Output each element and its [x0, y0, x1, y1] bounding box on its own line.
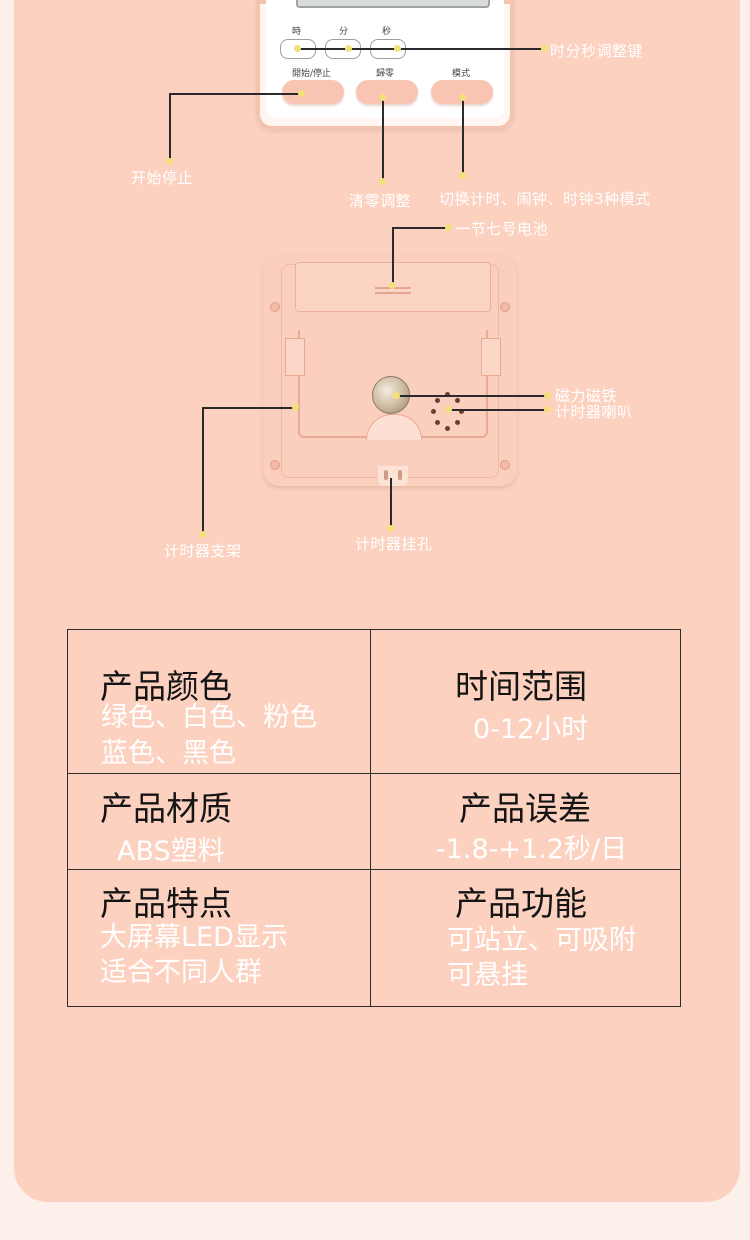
start-stop-leader-h — [169, 93, 302, 95]
start-stop-marker-dot — [298, 90, 305, 97]
speaker-leader-line — [448, 409, 548, 411]
battery-marker-dot — [389, 282, 396, 289]
stand-end-dot — [199, 531, 206, 538]
speaker-end-dot — [544, 406, 551, 413]
corner-screw — [270, 302, 280, 312]
stand-leader-v — [202, 407, 204, 534]
spec-color-value: 绿色、白色、粉色 — [101, 702, 317, 733]
table-column-divider — [370, 629, 372, 1007]
adjust-keys-end-dot — [541, 45, 548, 52]
speaker-hole — [455, 420, 460, 425]
speaker-hole — [445, 426, 450, 431]
table-row-divider — [67, 869, 681, 871]
spec-material-value: ABS塑料 — [117, 836, 225, 867]
stand-callout: 计时器支架 — [164, 542, 242, 560]
hang-hole — [378, 466, 408, 486]
battery-end-dot — [445, 224, 452, 231]
battery-cover-grip — [375, 292, 411, 294]
minute-marker-dot — [345, 45, 352, 52]
minute-button-label: 分 — [339, 27, 349, 37]
battery-leader-h — [392, 227, 450, 229]
mode-leader-v — [462, 97, 464, 175]
mode-callout: 切换计时、闹钟、时钟3种模式 — [439, 190, 651, 208]
spec-functions-value: 可站立、可吸附 — [447, 925, 636, 956]
hour-marker-dot — [294, 45, 301, 52]
battery-leader-v — [392, 227, 394, 285]
corner-screw — [500, 302, 510, 312]
magnet-end-dot — [544, 392, 551, 399]
hour-button-label: 時 — [292, 27, 302, 37]
magnet-callout: 磁力磁铁 — [555, 387, 618, 405]
spec-color-value: 蓝色、黑色 — [101, 738, 236, 769]
hang-slot — [384, 470, 388, 480]
spec-table — [67, 629, 681, 1007]
hang-hole-leader-v — [390, 478, 392, 528]
hang-slot — [398, 470, 402, 480]
hang-hole-callout: 计时器挂孔 — [355, 535, 433, 553]
start-stop-button[interactable] — [282, 80, 344, 104]
second-button-label: 秒 — [382, 27, 392, 37]
product-panel — [14, 0, 740, 1202]
magnet-leader-line — [396, 395, 548, 397]
adjust-keys-callout: 时分秒调整键 — [550, 42, 644, 60]
clear-callout: 清零调整 — [349, 192, 412, 210]
spec-error-title: 产品误差 — [459, 789, 591, 828]
speaker-hole — [435, 420, 440, 425]
spec-time-range-title: 时间范围 — [455, 667, 587, 706]
speaker-hole — [431, 409, 436, 414]
speaker-marker-dot — [445, 406, 452, 413]
stand-leader-h — [202, 407, 295, 409]
speaker-hole — [459, 409, 464, 414]
spec-functions-title: 产品功能 — [455, 884, 587, 923]
corner-screw — [500, 460, 510, 470]
clear-button-label: 歸零 — [376, 69, 395, 79]
hang-hole-end-dot — [387, 525, 394, 532]
speaker-hole — [455, 398, 460, 403]
clear-button[interactable] — [356, 80, 418, 104]
corner-screw — [270, 460, 280, 470]
spec-material-title: 产品材质 — [100, 789, 232, 828]
mode-end-dot — [459, 172, 466, 179]
mode-marker-dot — [459, 94, 466, 101]
spec-features-value: 适合不同人群 — [100, 957, 262, 988]
adjust-keys-leader-line — [297, 48, 545, 50]
start-stop-leader-v — [169, 93, 171, 161]
battery-callout: 一节七号电池 — [455, 220, 549, 238]
stand-hinge-left — [285, 338, 305, 376]
spec-time-range-value: 0-12小时 — [473, 714, 589, 745]
spec-features-title: 产品特点 — [100, 884, 232, 923]
start-stop-button-label: 開始/停止 — [292, 69, 332, 79]
spec-error-value: -1.8-+1.2秒/日 — [436, 834, 628, 865]
spec-features-value: 大屏幕LED显示 — [100, 922, 288, 953]
spec-color-title: 产品颜色 — [100, 667, 232, 706]
stand-marker-dot — [292, 404, 299, 411]
magnet-marker-dot — [393, 392, 400, 399]
speaker-hole — [435, 398, 440, 403]
table-row-divider — [67, 773, 681, 775]
speaker-callout: 计时器喇叭 — [555, 403, 633, 421]
clear-end-dot — [379, 178, 386, 185]
speaker-hole — [445, 392, 450, 397]
clear-leader-v — [382, 97, 384, 181]
start-stop-callout: 开始停止 — [131, 169, 194, 187]
start-stop-end-dot — [166, 158, 173, 165]
second-marker-dot — [394, 45, 401, 52]
clear-marker-dot — [379, 94, 386, 101]
spec-functions-value: 可悬挂 — [447, 960, 528, 991]
lcd-display — [296, 0, 490, 8]
stand-hinge-right — [481, 338, 501, 376]
mode-button-label: 模式 — [452, 69, 471, 79]
